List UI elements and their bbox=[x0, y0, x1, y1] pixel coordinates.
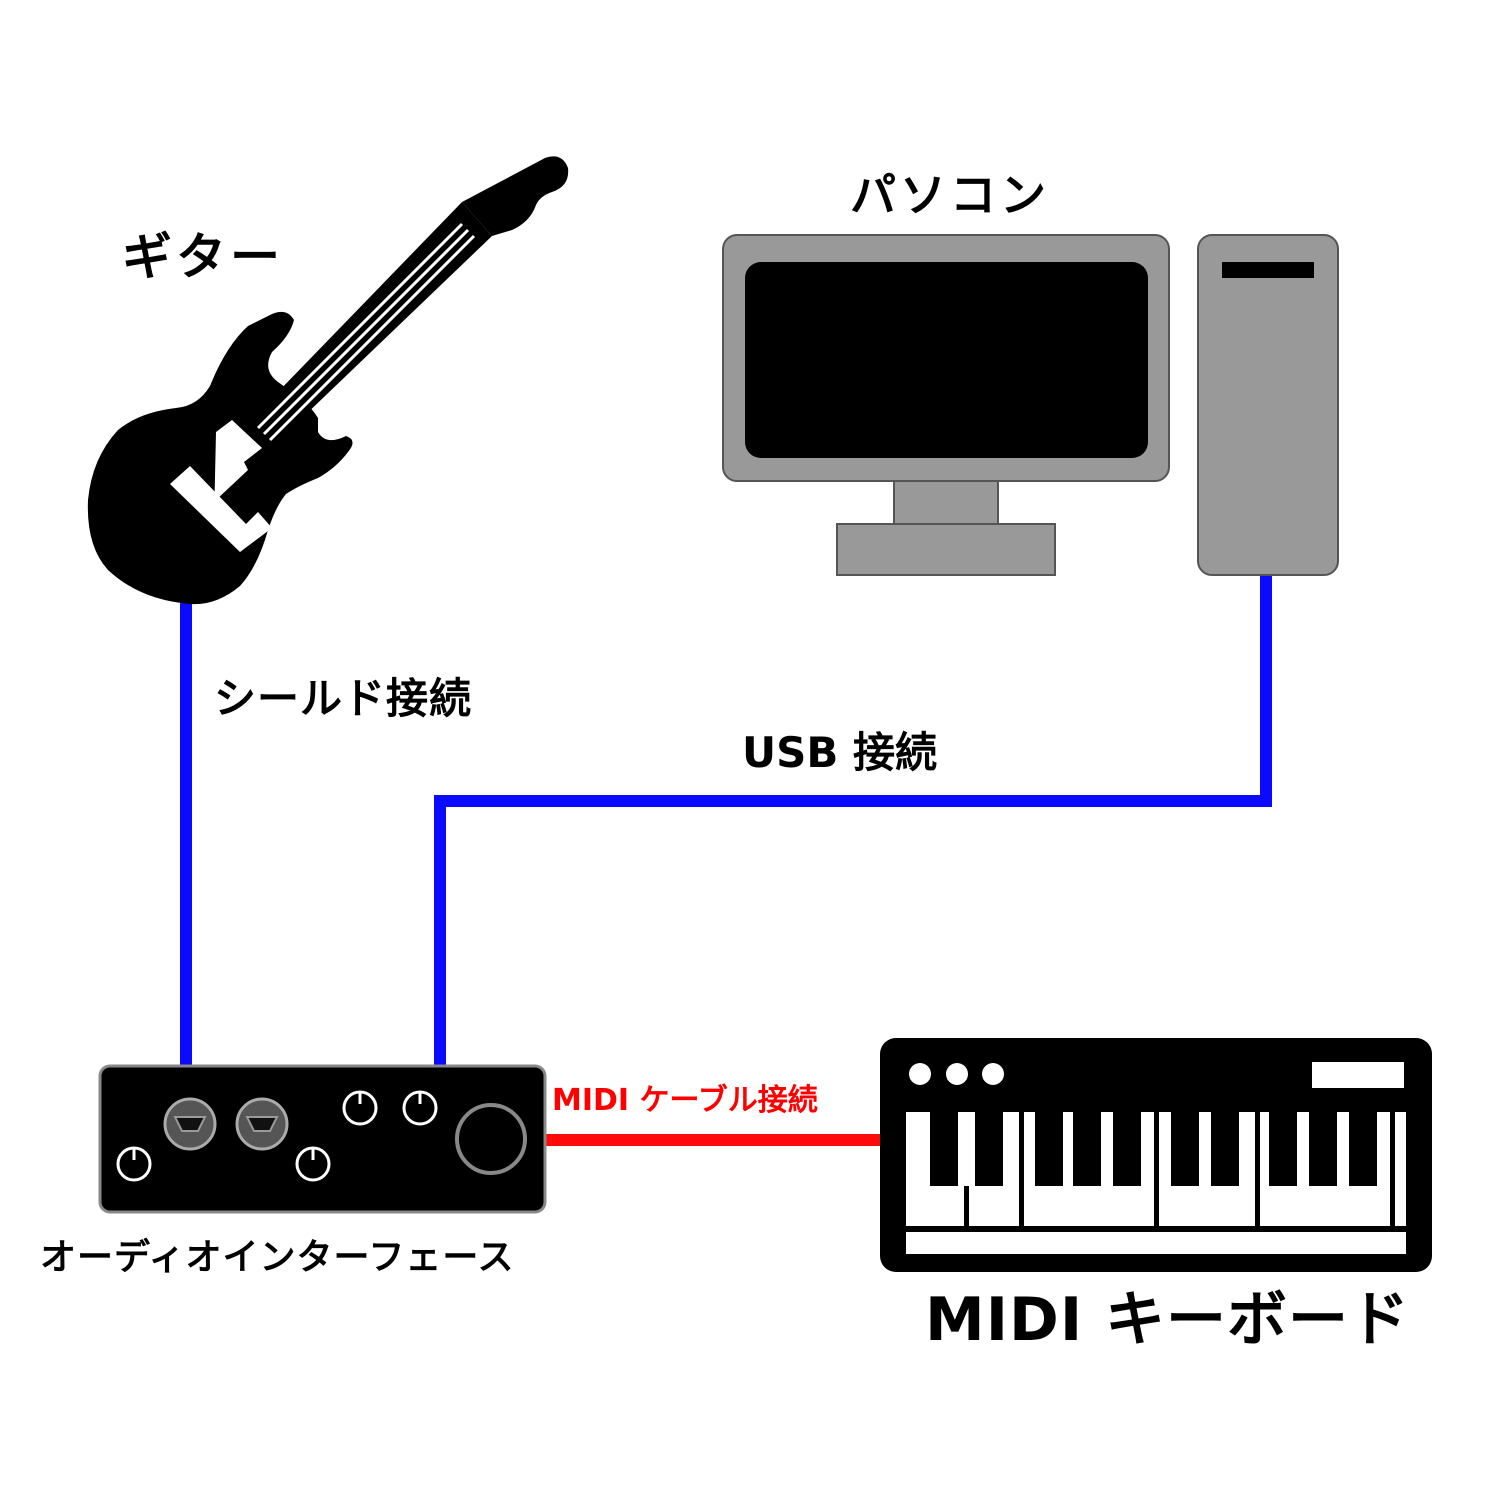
input-jack-1 bbox=[163, 1097, 217, 1151]
audio-interface-icon bbox=[98, 1064, 547, 1214]
pc-tower-icon bbox=[1197, 234, 1339, 576]
cables bbox=[180, 576, 1272, 1146]
guitar-label: ギター bbox=[122, 228, 284, 286]
black-keys bbox=[930, 1112, 1377, 1186]
shield-connection-label: シールド接続 bbox=[214, 674, 473, 723]
pc-label: パソコン bbox=[850, 168, 1050, 222]
input-jack-2 bbox=[235, 1097, 289, 1151]
midi-cable-connection-label: MIDI ケーブル接続 bbox=[552, 1083, 818, 1118]
main-volume-knob bbox=[455, 1103, 527, 1175]
monitor-icon bbox=[722, 234, 1170, 576]
guitar-icon bbox=[87, 156, 569, 605]
midi-keyboard-icon bbox=[880, 1038, 1432, 1272]
usb-connection-label: USB 接続 bbox=[742, 728, 937, 777]
midi-keyboard-label: MIDI キーボード bbox=[925, 1285, 1411, 1355]
usb-cable bbox=[434, 576, 1272, 1066]
audio-interface-label: オーディオインターフェース bbox=[40, 1237, 515, 1278]
